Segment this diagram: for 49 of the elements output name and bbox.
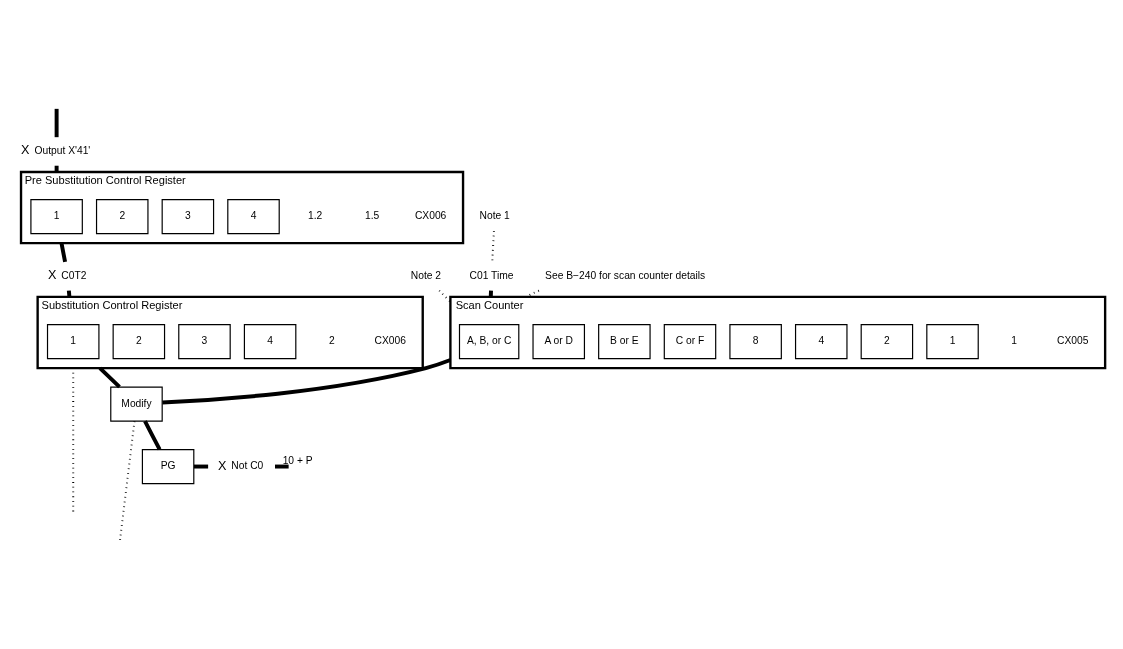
node-box: 1 [30,198,83,234]
node-box: C or F [663,323,717,359]
connector [143,419,162,450]
node-box: 3 [178,323,231,359]
connector [66,290,72,297]
node-box: 4 [794,323,848,359]
node-box: 3 [161,198,215,234]
node-box: A, B, or C [458,323,520,359]
node-box: 1 [926,323,979,359]
node-label: 1 [1011,334,1018,346]
node-label: 2 [328,334,335,346]
node-label: CX006 [414,209,447,221]
connector [98,366,121,388]
connector [193,464,209,468]
connector [54,165,59,172]
node-box: 8 [729,323,782,359]
connector [59,242,68,262]
node-label: 1.5 [364,209,380,221]
node-box: A or D [532,323,586,359]
node-label: CX005 [1057,334,1089,346]
node-box: 4 [243,323,297,359]
edge-label: 10 + P [282,454,313,466]
node-text: See B−240 for scan counter details [545,269,706,281]
node-box: 2 [860,323,914,359]
node-label: Output X'41' [34,144,91,156]
node-box: 2 [95,198,149,234]
node-box: PG [141,448,195,484]
node-box: B or E [598,323,651,359]
node-text: Note 2 [410,269,442,281]
node-label: C0T2 [61,269,87,281]
node-box: 2 [112,323,166,359]
connector [162,357,452,404]
node-text: X [217,458,227,473]
connector [275,464,289,468]
node-text: X [47,267,57,282]
node-box: Modify [110,385,163,422]
connector [488,290,493,297]
node-box: 1 [46,323,100,359]
node-text: C01 Time [469,269,514,281]
connector [118,419,136,542]
node-box: 4 [227,198,280,234]
connector [491,229,495,263]
node-text: Note 1 [479,209,510,221]
connector [54,108,59,137]
node-text: X [21,142,30,157]
node-label: Not C0 [231,459,264,471]
node-label: CX006 [374,334,406,346]
node-label: 1.2 [308,209,323,221]
connector [438,289,452,303]
